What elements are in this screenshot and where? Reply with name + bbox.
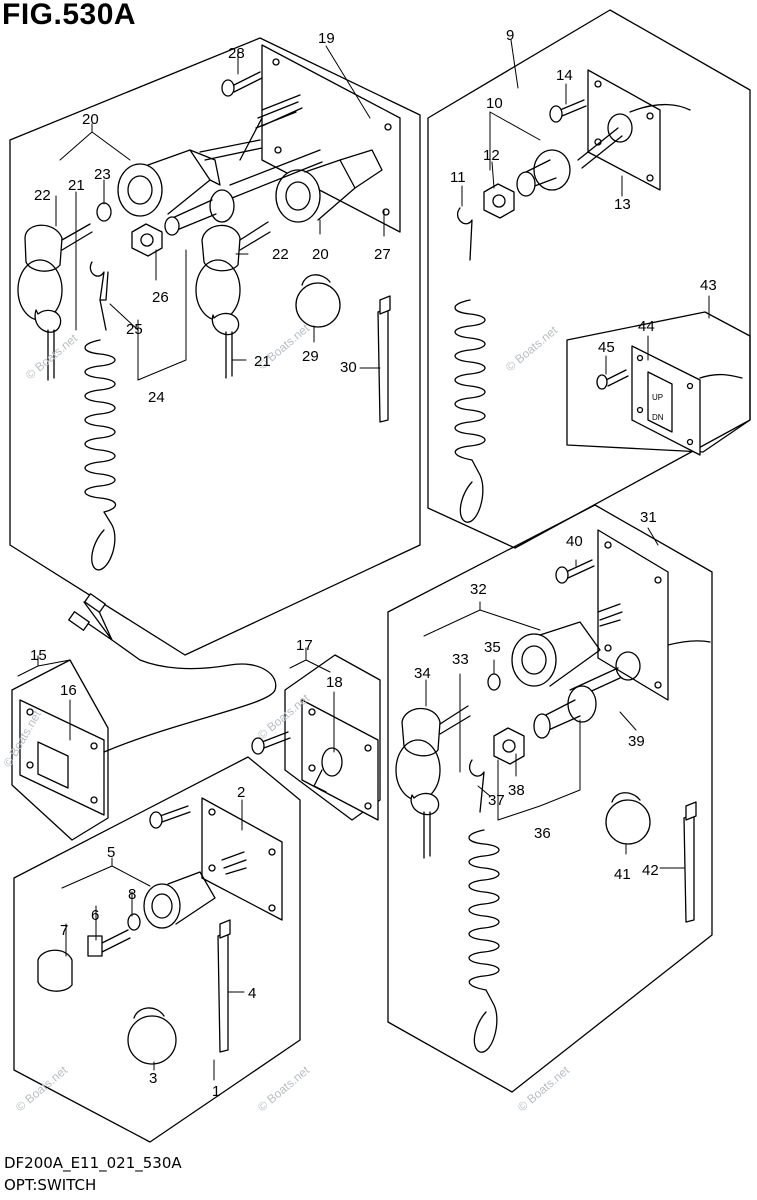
callout-15: 15 (30, 647, 47, 664)
callout-9: 9 (506, 27, 514, 44)
callout-29: 29 (302, 348, 319, 365)
callout-38: 38 (508, 782, 525, 799)
callout-4: 4 (248, 985, 256, 1002)
group-box-19 (9, 37, 421, 656)
callout-36: 36 (534, 825, 551, 842)
callout-34: 34 (414, 665, 431, 682)
callout-2: 2 (237, 784, 245, 801)
callout-32: 32 (470, 581, 487, 598)
callout-28: 28 (228, 45, 245, 62)
callout-33: 33 (452, 651, 469, 668)
callout-25: 25 (126, 321, 143, 338)
callout-7: 7 (60, 922, 68, 939)
diagram-name: OPT:SWITCH (4, 1176, 97, 1194)
watermark-3: © Boats.net (503, 323, 561, 375)
callout-40: 40 (566, 533, 583, 550)
callout-24: 24 (148, 389, 165, 406)
callout-19: 19 (318, 30, 335, 47)
switch-panel-17 (251, 699, 379, 821)
group-box-17 (284, 654, 381, 821)
callout-6: 6 (91, 907, 99, 924)
callout-13: 13 (614, 196, 631, 213)
stop-switch-panel-9 (454, 69, 691, 523)
callout-41: 41 (614, 866, 631, 883)
callout-21b: 21 (254, 353, 271, 370)
callout-42: 42 (642, 862, 659, 879)
callout-17: 17 (296, 637, 313, 654)
watermark-6: © Boats.net (13, 1063, 71, 1115)
callout-44: 44 (638, 318, 655, 335)
callout-11: 11 (450, 169, 466, 186)
key-switch-panel-1 (37, 797, 283, 1065)
callout-27: 27 (374, 246, 391, 263)
watermarks: © Boats.net © Boats.net © Boats.net © Bo… (0, 321, 572, 1115)
callout-31: 31 (640, 509, 657, 526)
switch-dn-label: DN (652, 413, 664, 422)
watermark-1: © Boats.net (23, 331, 81, 383)
key-switch-panel-19 (17, 44, 401, 571)
callout-12: 12 (483, 147, 500, 164)
callout-10: 10 (486, 95, 503, 112)
callout-5: 5 (107, 844, 115, 861)
callout-39: 39 (628, 733, 645, 750)
callout-8: 8 (128, 886, 136, 903)
callout-16: 16 (60, 682, 77, 699)
callout-23: 23 (94, 166, 111, 183)
callout-labels: 1 2 3 4 5 6 7 8 9 10 11 12 13 14 15 16 1… (30, 27, 717, 1100)
callout-26: 26 (152, 289, 169, 306)
group-box-31 (387, 504, 713, 1093)
callout-18: 18 (326, 674, 343, 691)
figure-title: FIG.530A (2, 0, 137, 31)
callout-20a: 20 (82, 111, 99, 128)
watermark-8: © Boats.net (515, 1063, 573, 1115)
callout-14: 14 (556, 67, 573, 84)
group-box-1 (13, 756, 301, 1143)
callout-45: 45 (598, 339, 615, 356)
group-box-43 (566, 311, 751, 453)
callout-37: 37 (488, 792, 505, 809)
callout-35: 35 (484, 639, 501, 656)
switch-panel-15 (19, 593, 277, 816)
tilt-switch-panel-43 (596, 345, 743, 456)
callout-22a: 22 (34, 187, 51, 204)
diagram-code: DF200A_E11_021_530A (4, 1154, 182, 1172)
callout-22b: 22 (272, 246, 289, 263)
watermark-7: © Boats.net (255, 1063, 313, 1115)
key-switch-panel-31 (395, 529, 711, 1053)
callout-43: 43 (700, 277, 717, 294)
callout-20b: 20 (312, 246, 329, 263)
switch-up-label: UP (652, 393, 663, 402)
callout-21a: 21 (68, 177, 85, 194)
callout-3: 3 (149, 1070, 157, 1087)
callout-30: 30 (340, 359, 357, 376)
callout-1: 1 (212, 1083, 220, 1100)
